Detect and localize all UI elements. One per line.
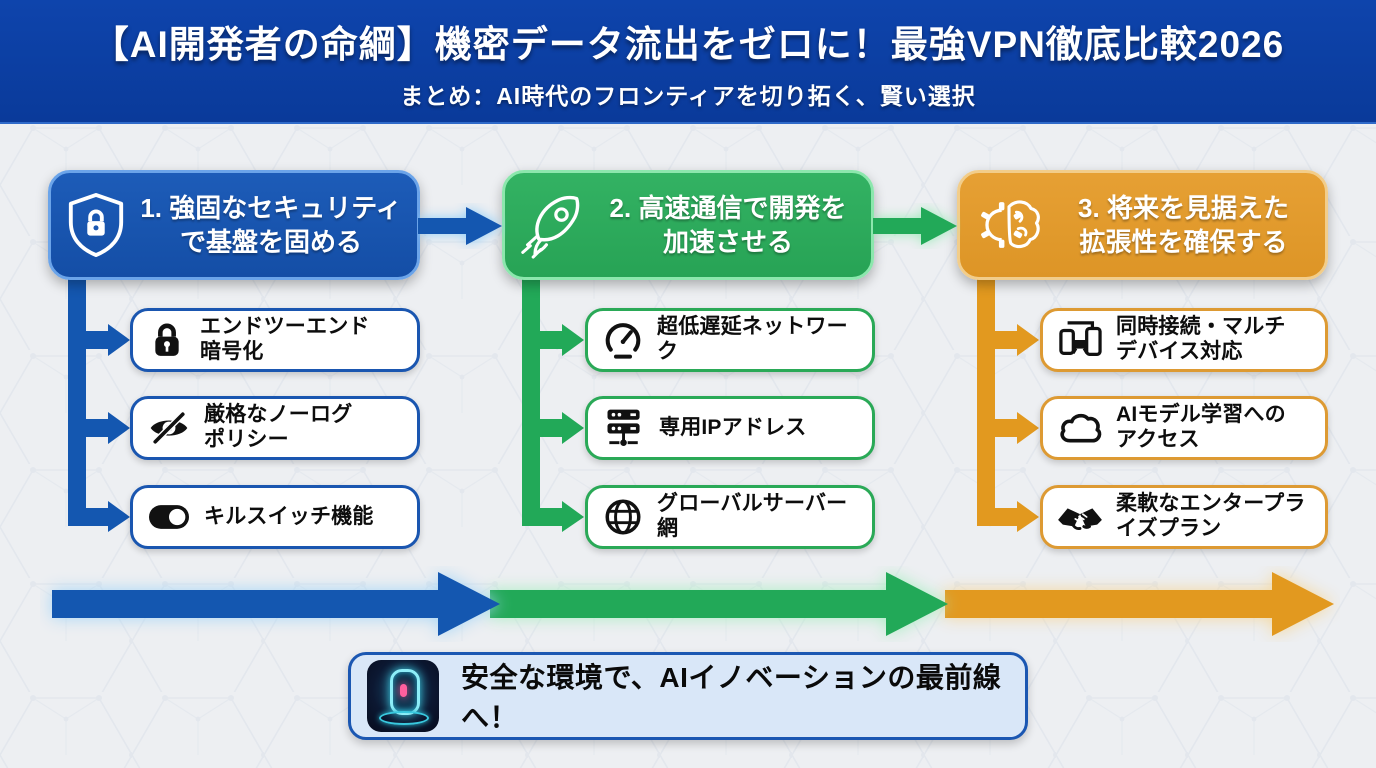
rocket-icon (519, 191, 587, 259)
feature-label: 専用IPアドレス (659, 415, 807, 439)
arrow-stage1-to-stage2 (418, 207, 502, 245)
ai-secure-vault-thumbnail (367, 660, 439, 732)
multi-device-icon (1057, 319, 1103, 361)
flow-arrow-green (490, 572, 948, 636)
feature-label: キルスイッチ機能 (204, 504, 374, 528)
vault-core-glow (400, 684, 407, 697)
globe-icon (602, 496, 644, 538)
feature-low-latency: 超低遅延ネットワーク (585, 308, 875, 372)
page-subtitle: まとめ：AI時代のフロンティアを切り拓く、賢い選択 (400, 82, 976, 109)
stage-title-security: 1. 強固なセキュリティ で基盤を固める (140, 192, 402, 257)
feature-enterprise-plan: 柔軟なエンタープラ イズプラン (1040, 485, 1328, 549)
timeline-flow-arrow (52, 572, 1334, 636)
feature-label: 厳格なノーログ ポリシー (204, 403, 353, 451)
feature-e2e-encryption: エンドツーエンド 暗号化 (130, 308, 420, 372)
feature-label: エンドツーエンド 暗号化 (200, 315, 370, 363)
stage-title-speed: 2. 高速通信で開発を 加速させる (609, 192, 847, 257)
feature-kill-switch: キルスイッチ機能 (130, 485, 420, 549)
stage-header-security: 1. 強固なセキュリティ で基盤を固める (48, 170, 420, 280)
header-band: 【AI開発者の命綱】機密データ流出をゼロに！最強VPN徹底比較2026 まとめ：… (0, 0, 1376, 124)
flow-arrow-orange (945, 572, 1334, 636)
feature-dedicated-ip: 専用IPアドレス (585, 396, 875, 460)
connector-tree-speed (522, 276, 584, 532)
feature-no-log-policy: 厳格なノーログ ポリシー (130, 396, 420, 460)
stage-header-scalability: 3. 将来を見据えた 拡張性を確保する (957, 170, 1328, 280)
toggle-switch-icon (147, 497, 191, 537)
handshake-icon (1057, 497, 1103, 537)
page-title: 【AI開発者の命綱】機密データ流出をゼロに！最強VPN徹底比較2026 (91, 23, 1285, 65)
feature-multi-device: 同時接続・マルチ デバイス対応 (1040, 308, 1328, 372)
lock-icon (147, 319, 187, 361)
shield-lock-icon (65, 192, 127, 258)
eye-off-icon (147, 406, 191, 450)
server-icon (602, 406, 646, 450)
feature-label: 柔軟なエンタープラ イズプラン (1116, 492, 1306, 540)
vault-base-ring (379, 711, 429, 725)
feature-global-server-network: グローバルサーバー 網 (585, 485, 875, 549)
stage-header-speed: 2. 高速通信で開発を 加速させる (502, 170, 874, 280)
arrow-stage2-to-stage3 (873, 207, 957, 245)
speedometer-icon (602, 319, 644, 361)
feature-label: グローバルサーバー 網 (657, 492, 848, 540)
gear-brain-icon (974, 192, 1044, 258)
footer-callout: 安全な環境で、AIイノベーションの最前線へ！ (348, 652, 1028, 740)
feature-label: 同時接続・マルチ デバイス対応 (1116, 315, 1286, 363)
feature-label: 超低遅延ネットワーク (657, 315, 848, 363)
cloud-icon (1057, 408, 1103, 448)
flow-arrow-blue (52, 572, 500, 636)
footer-message: 安全な環境で、AIイノベーションの最前線へ！ (461, 662, 1002, 733)
stage-title-scalability: 3. 将来を見据えた 拡張性を確保する (1078, 192, 1289, 257)
connector-tree-scalability (977, 276, 1039, 532)
feature-label: AIモデル学習への アクセス (1116, 403, 1286, 451)
connector-tree-security (68, 276, 130, 532)
feature-ai-model-access: AIモデル学習への アクセス (1040, 396, 1328, 460)
